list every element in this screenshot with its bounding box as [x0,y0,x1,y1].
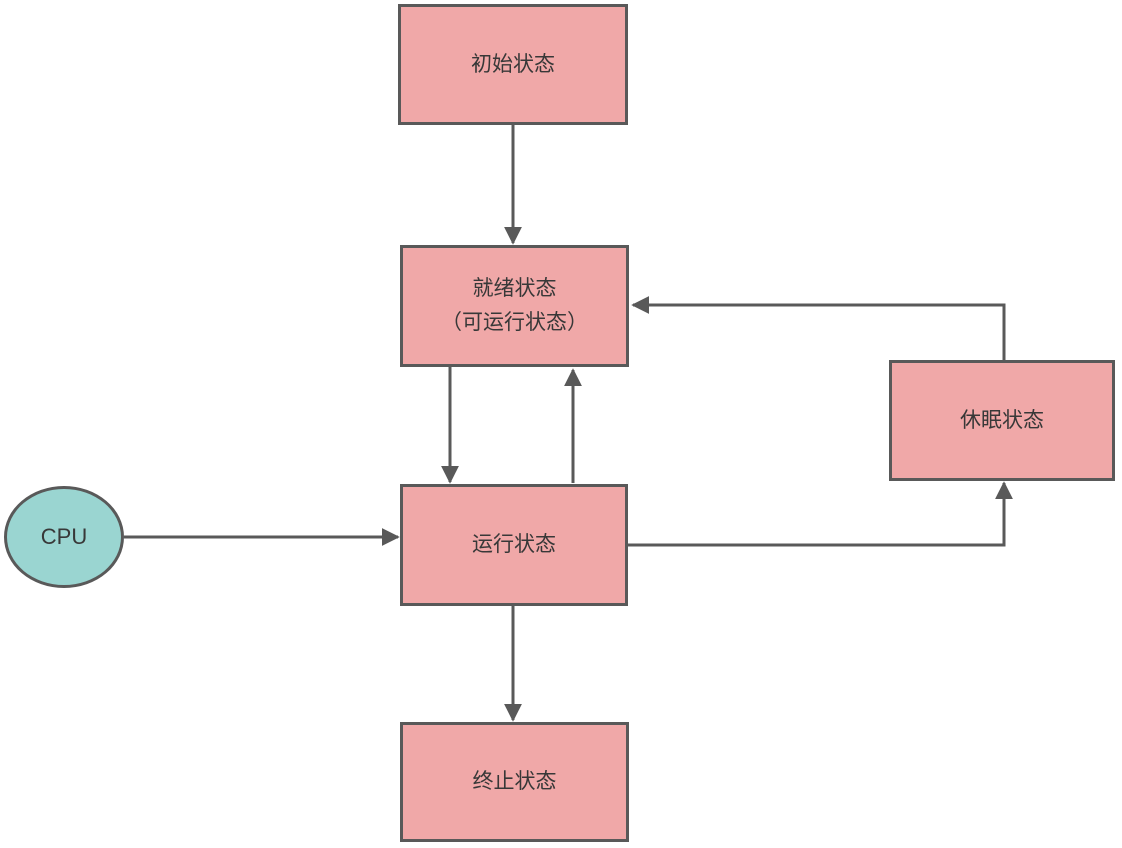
edge-running-to-sleep [628,481,1013,547]
node-initial-state-label: 初始状态 [471,52,555,76]
node-ready-state-label-line2: （可运行状态） [441,311,588,334]
node-terminated-state: 终止状态 [400,722,629,842]
node-sleep-state: 休眠状态 [889,360,1115,481]
node-sleep-state-label: 休眠状态 [960,408,1044,432]
node-terminated-state-label: 终止状态 [472,770,557,794]
node-initial-state: 初始状态 [398,4,628,125]
node-cpu-label: CPU [40,524,88,550]
node-cpu: CPU [4,486,124,588]
node-ready-state-label-line1: 就绪状态 [472,277,557,301]
node-ready-state: 就绪状态 （可运行状态） [400,245,629,367]
node-running-state: 运行状态 [400,484,628,606]
edge-sleep-to-ready [631,296,1006,360]
node-running-state-label: 运行状态 [472,533,556,557]
